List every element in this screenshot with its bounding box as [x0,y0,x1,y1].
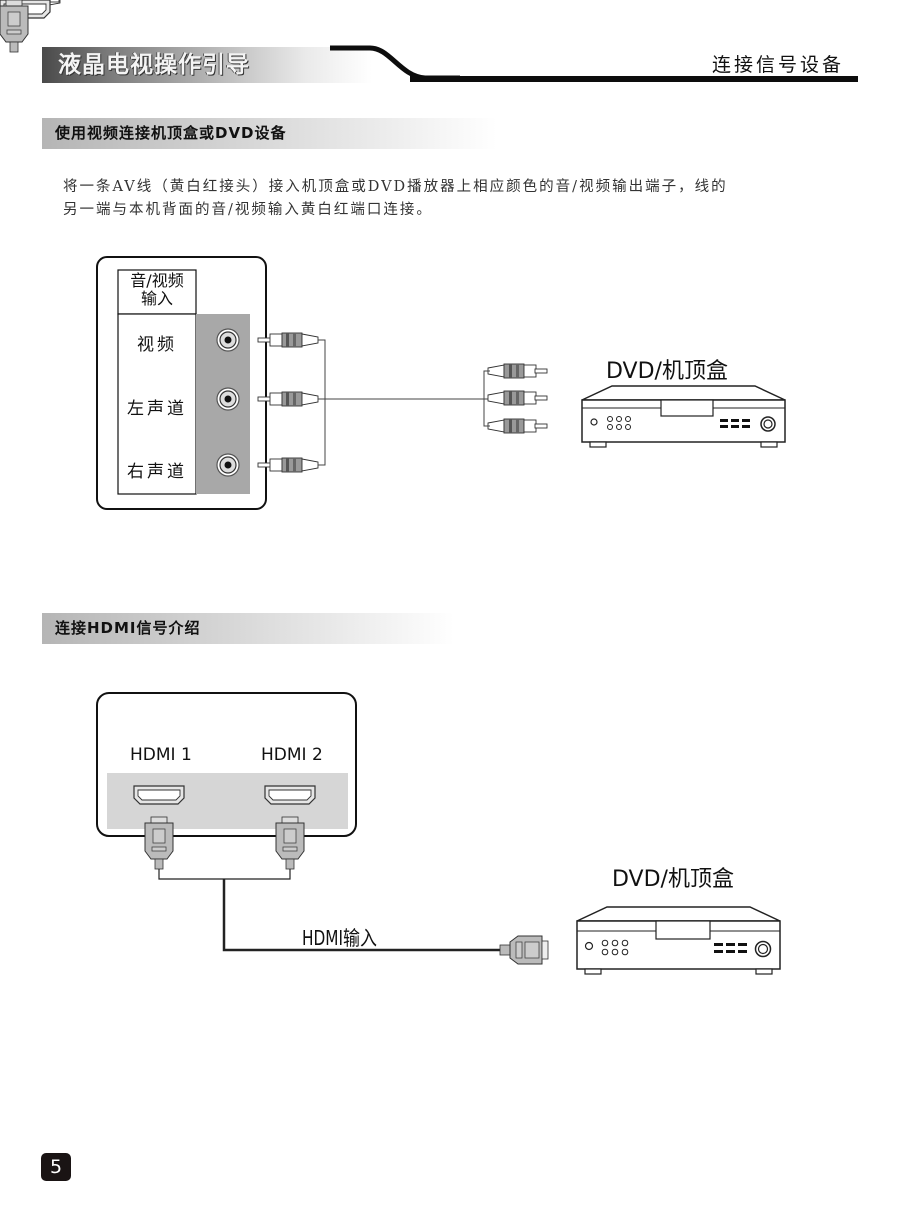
header-rule [410,76,858,82]
panel-header-box [117,269,197,315]
hdmi-port-label-1: HDMI 1 [130,745,192,765]
rca-jack-icon [216,453,240,477]
av-instructions-line1: 将一条AV线（黄白红接头）接入机顶盒或DVD播放器上相应颜色的音/视频输出端子，… [63,179,728,195]
av-section-heading-text: 使用视频连接机顶盒或DVD设备 [55,124,287,142]
panel-header-line2: 输入 [140,289,173,308]
hdmi-section-heading: 连接HDMI信号介绍 [42,613,454,644]
panel-label-box [117,313,197,495]
hdmi-plug-icon [499,935,549,965]
jack-label-left: 左声道 [127,399,187,419]
hdmi-port-label-2: HDMI 2 [261,745,323,765]
dvd-player-icon [576,906,781,975]
av-section-heading: 使用视频连接机顶盒或DVD设备 [42,118,497,149]
panel-header-line1: 音/视频 [130,271,184,290]
page-number: 5 [41,1153,71,1181]
guide-title: 液晶电视操作引导 [58,52,250,78]
hdmi-device-label: DVD/机顶盒 [612,867,734,892]
av-diagram [0,0,786,510]
hdmi-section-heading-text: 连接HDMI信号介绍 [55,619,201,637]
hdmi-diagram [0,0,781,975]
rca-jack-icon [216,328,240,352]
header-band [42,47,372,83]
jack-label-video: 视频 [137,335,177,355]
dvd-player-icon [581,385,786,448]
av-device-label: DVD/机顶盒 [606,359,728,384]
jack-label-right: 右声道 [127,462,187,482]
panel-header: 音/视频 输入 [118,272,196,308]
av-instructions: 将一条AV线（黄白红接头）接入机顶盒或DVD播放器上相应颜色的音/视频输出端子，… [63,176,728,222]
section-title: 连接信号设备 [712,54,845,76]
hdmi-cable-label: HDMI输入 [302,926,377,950]
rca-jack-icon [216,387,240,411]
hdmi-plug-icon [0,0,29,53]
av-instructions-line2: 另一端与本机背面的音/视频输入黄白红端口连接。 [63,202,433,218]
